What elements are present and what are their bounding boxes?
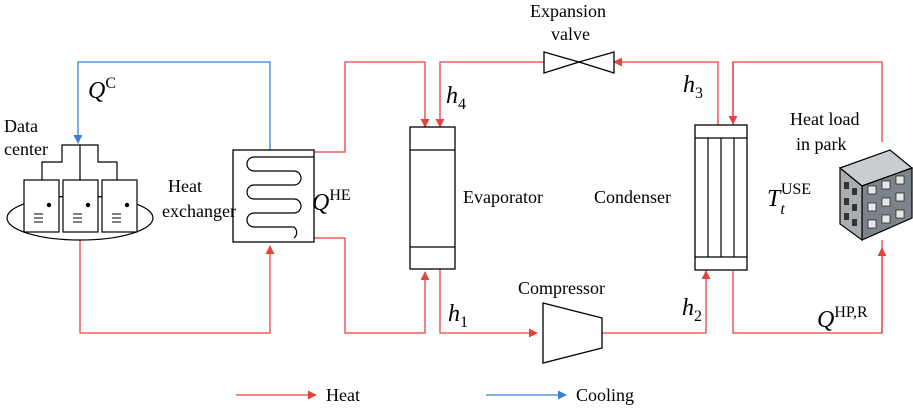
expansion-valve-label-line2: valve [551, 24, 590, 44]
h3-symbol: h3 [683, 72, 703, 102]
data-center-icon [6, 144, 154, 241]
compressor-icon [542, 302, 603, 364]
data-center-label-line1: Data [4, 116, 38, 136]
condenser-icon [694, 124, 748, 271]
q-c-symbol: QC [88, 75, 116, 104]
q-hpr-base: Q [817, 307, 834, 333]
heat-exchanger-icon [232, 149, 315, 243]
q-hpr-symbol: QHP,R [817, 304, 868, 333]
q-he-base: Q [312, 190, 329, 216]
q-he-symbol: QHE [312, 187, 351, 216]
cooling-flow-line [73, 61, 271, 150]
compressor-to-condenser-line [602, 270, 711, 334]
compressor-label: Compressor [518, 278, 605, 298]
expansion-valve-icon [543, 51, 615, 74]
heat-load-label-line1: Heat load [790, 109, 859, 129]
condenser-to-park-supply-line [732, 61, 883, 142]
t-use-symbol: Tt USE [767, 181, 811, 218]
heat-exchanger-label-line1: Heat [168, 176, 202, 196]
evaporator-to-compressor-line [439, 269, 538, 338]
datacenter-to-exchanger-line [79, 240, 275, 334]
t-use-sub: t [780, 201, 785, 218]
h3-sub: 3 [695, 85, 703, 102]
legend-heat-label: Heat [326, 385, 360, 405]
evaporator-top-to-exchanger-line [314, 61, 430, 153]
h4-sub: 4 [458, 96, 466, 113]
h2-base: h [682, 295, 694, 321]
t-use-sup: USE [781, 181, 811, 198]
h1-base: h [448, 301, 460, 327]
q-hpr-sup: HP,R [834, 304, 868, 321]
h4-base: h [446, 83, 458, 109]
t-use-base: T [767, 186, 782, 212]
q-c-base: Q [88, 78, 105, 104]
h2-symbol: h2 [682, 295, 702, 325]
h3-base: h [683, 72, 695, 98]
heat-exchanger-label-line2: exchanger [162, 201, 236, 221]
q-he-sup: HE [329, 187, 350, 204]
h1-sub: 1 [460, 314, 468, 331]
condenser-label: Condenser [594, 187, 671, 207]
evaporator-icon [409, 126, 456, 270]
valve-to-evaporator-line [435, 61, 544, 128]
heat-load-label-line2: in park [796, 134, 846, 154]
q-c-sup: C [105, 75, 116, 92]
exchanger-to-evaporator-bottom-line [314, 237, 430, 334]
h4-symbol: h4 [446, 83, 466, 113]
evaporator-label: Evaporator [463, 187, 543, 207]
building-icon [838, 149, 913, 242]
expansion-valve-label-line1: Expansion [530, 1, 606, 21]
data-center-label-line2: center [4, 139, 48, 159]
h1-symbol: h1 [448, 301, 468, 331]
h2-sub: 2 [694, 308, 702, 325]
condenser-to-valve-line [613, 57, 719, 125]
legend-cooling-label: Cooling [576, 385, 634, 405]
